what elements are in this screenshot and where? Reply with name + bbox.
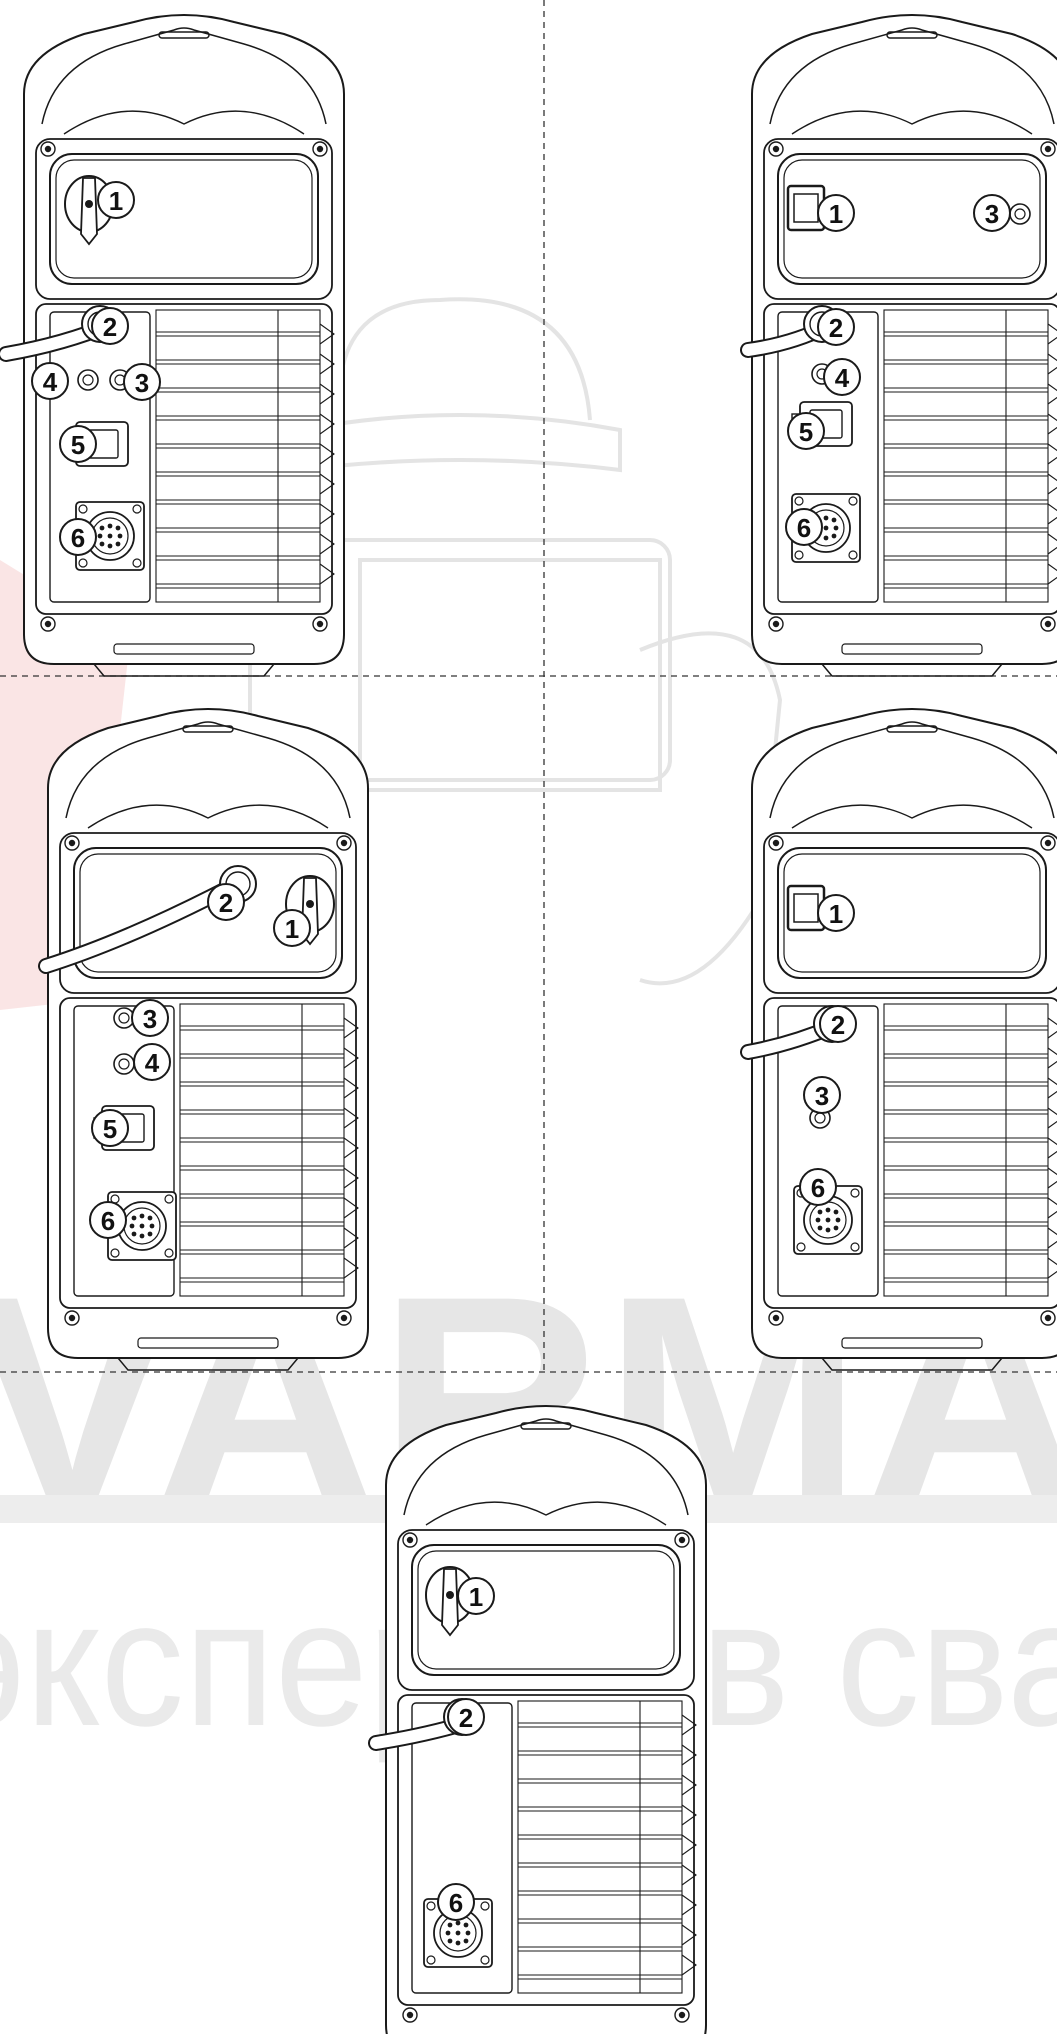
callout-marker: 4 [133,1043,171,1081]
callout-marker: 1 [457,1577,495,1615]
callout-circle [787,412,825,450]
socket-icon [1009,203,1031,225]
callout-marker: 3 [803,1076,841,1114]
callout-number: 1 [829,899,843,929]
callout-marker: 5 [59,425,97,463]
callout-number: 4 [43,367,58,397]
callout-circle [91,1109,129,1147]
callout-marker: 2 [91,307,129,345]
callout-circle [437,1883,475,1921]
callout-number: 2 [831,1010,845,1040]
callout-marker: 2 [207,883,245,921]
callout-circle [59,425,97,463]
callout-number: 2 [103,312,117,342]
callout-marker: 5 [91,1109,129,1147]
callout-number: 4 [145,1048,160,1078]
callout-marker: 2 [447,1698,485,1736]
callout-number: 3 [135,368,149,398]
callout-marker: 3 [973,194,1011,232]
callout-circle [133,1043,171,1081]
callout-circle [823,358,861,396]
machine-panel-a [0,14,345,677]
callout-marker: 1 [817,194,855,232]
callout-marker: 1 [817,894,855,932]
callout-number: 3 [815,1081,829,1111]
callout-circle [131,999,169,1037]
callout-number: 6 [797,513,811,543]
callout-number: 6 [101,1206,115,1236]
machine-panel-c [38,708,369,1371]
callout-marker: 6 [89,1201,127,1239]
callout-marker: 1 [273,909,311,947]
callout-circle [819,1005,857,1043]
callout-number: 3 [985,199,999,229]
callout-number: 2 [829,313,843,343]
callout-marker: 2 [819,1005,857,1043]
callout-number: 5 [799,417,813,447]
callout-circle [123,363,161,401]
callout-circle [273,909,311,947]
machine-panel-b [740,14,1057,677]
callout-number: 5 [103,1114,117,1144]
callout-circle [31,362,69,400]
callout-marker: 3 [131,999,169,1037]
callout-marker: 6 [437,1883,475,1921]
socket-icon [113,1053,135,1075]
callout-marker: 2 [817,308,855,346]
callout-number: 6 [811,1173,825,1203]
callout-circle [59,518,97,556]
callout-number: 1 [109,186,123,216]
callout-number: 3 [143,1004,157,1034]
machine-panel-e [368,1405,707,2034]
callout-number: 6 [449,1888,463,1918]
callout-circle [457,1577,495,1615]
callout-circle [89,1201,127,1239]
callout-number: 6 [71,523,85,553]
machine-panel-d [740,708,1057,1371]
callout-circle [97,181,135,219]
callout-number: 4 [835,363,850,393]
callout-number: 5 [71,430,85,460]
callout-number: 2 [459,1703,473,1733]
callout-marker: 6 [59,518,97,556]
socket-icon [77,369,99,391]
callout-number: 1 [829,199,843,229]
callout-marker: 6 [785,508,823,546]
callout-circle [973,194,1011,232]
callout-marker: 5 [787,412,825,450]
callout-marker: 3 [123,363,161,401]
callout-number: 2 [219,888,233,918]
callout-circle [91,307,129,345]
callout-number: 1 [285,914,299,944]
callout-marker: 6 [799,1168,837,1206]
callout-number: 1 [469,1582,483,1612]
callout-circle [817,308,855,346]
callout-marker: 1 [97,181,135,219]
callout-circle [799,1168,837,1206]
callout-circle [447,1698,485,1736]
callout-circle [785,508,823,546]
callout-circle [817,894,855,932]
callout-circle [817,194,855,232]
callout-circle [207,883,245,921]
callout-marker: 4 [823,358,861,396]
callout-circle [803,1076,841,1114]
callout-marker: 4 [31,362,69,400]
